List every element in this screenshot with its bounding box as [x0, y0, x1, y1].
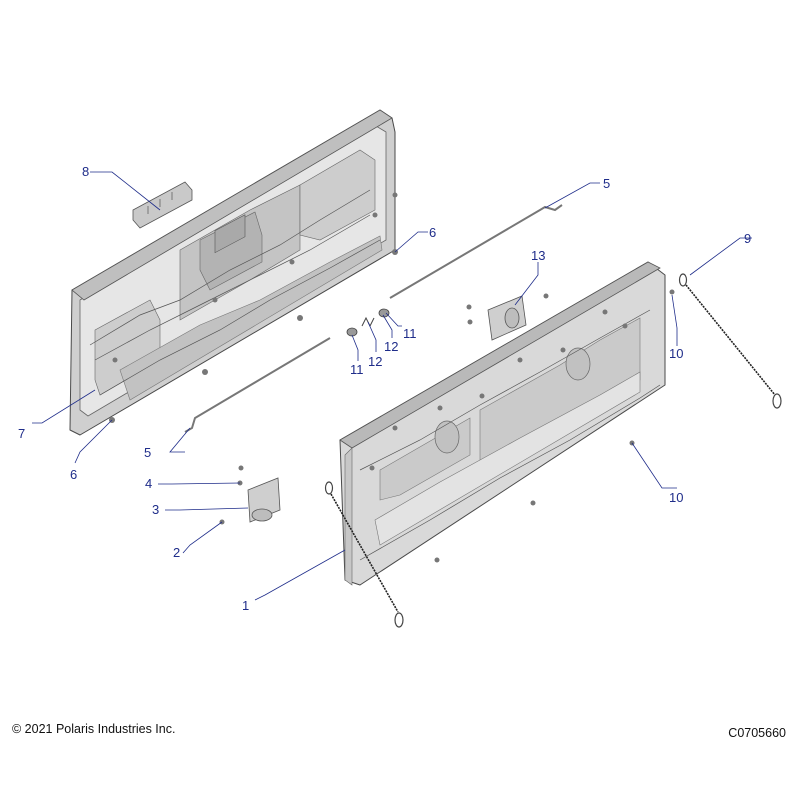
- latch-handle: [132, 181, 193, 229]
- callout-4: 4: [145, 476, 152, 491]
- hinge-bracket-right: [466, 293, 549, 341]
- tailgate-cable-right: [678, 273, 782, 409]
- copyright-notice: © 2021 Polaris Industries Inc.: [12, 722, 176, 736]
- latch-rod-upper: [389, 204, 563, 299]
- callout-5-lower: 5: [144, 445, 151, 460]
- callout-6-lower: 6: [70, 467, 77, 482]
- callouts: 8 5 6 9 13 10 10 11 12 12 11 7 5 6 4 3 2…: [18, 164, 751, 613]
- callout-13: 13: [531, 248, 545, 263]
- callout-12-right: 12: [384, 339, 398, 354]
- callout-10-upper: 10: [669, 346, 683, 361]
- inner-tailgate-frame: [69, 109, 398, 436]
- leader-lines: [32, 171, 752, 601]
- callout-12-left: 12: [368, 354, 382, 369]
- drawing-number: C0705660: [728, 726, 786, 740]
- tailgate-cable-left: [324, 481, 404, 628]
- callout-11-right: 11: [403, 326, 417, 341]
- hinge-bracket-left: [219, 465, 281, 525]
- callout-1: 1: [242, 598, 249, 613]
- callout-3: 3: [152, 502, 159, 517]
- callout-11-left: 11: [350, 362, 364, 377]
- callout-6-upper: 6: [429, 225, 436, 240]
- callout-2: 2: [173, 545, 180, 560]
- outer-tailgate-panel: [339, 261, 675, 586]
- callout-7: 7: [18, 426, 25, 441]
- callout-5-upper: 5: [603, 176, 610, 191]
- callout-10-lower: 10: [669, 490, 683, 505]
- callout-9: 9: [744, 231, 751, 246]
- callout-8: 8: [82, 164, 89, 179]
